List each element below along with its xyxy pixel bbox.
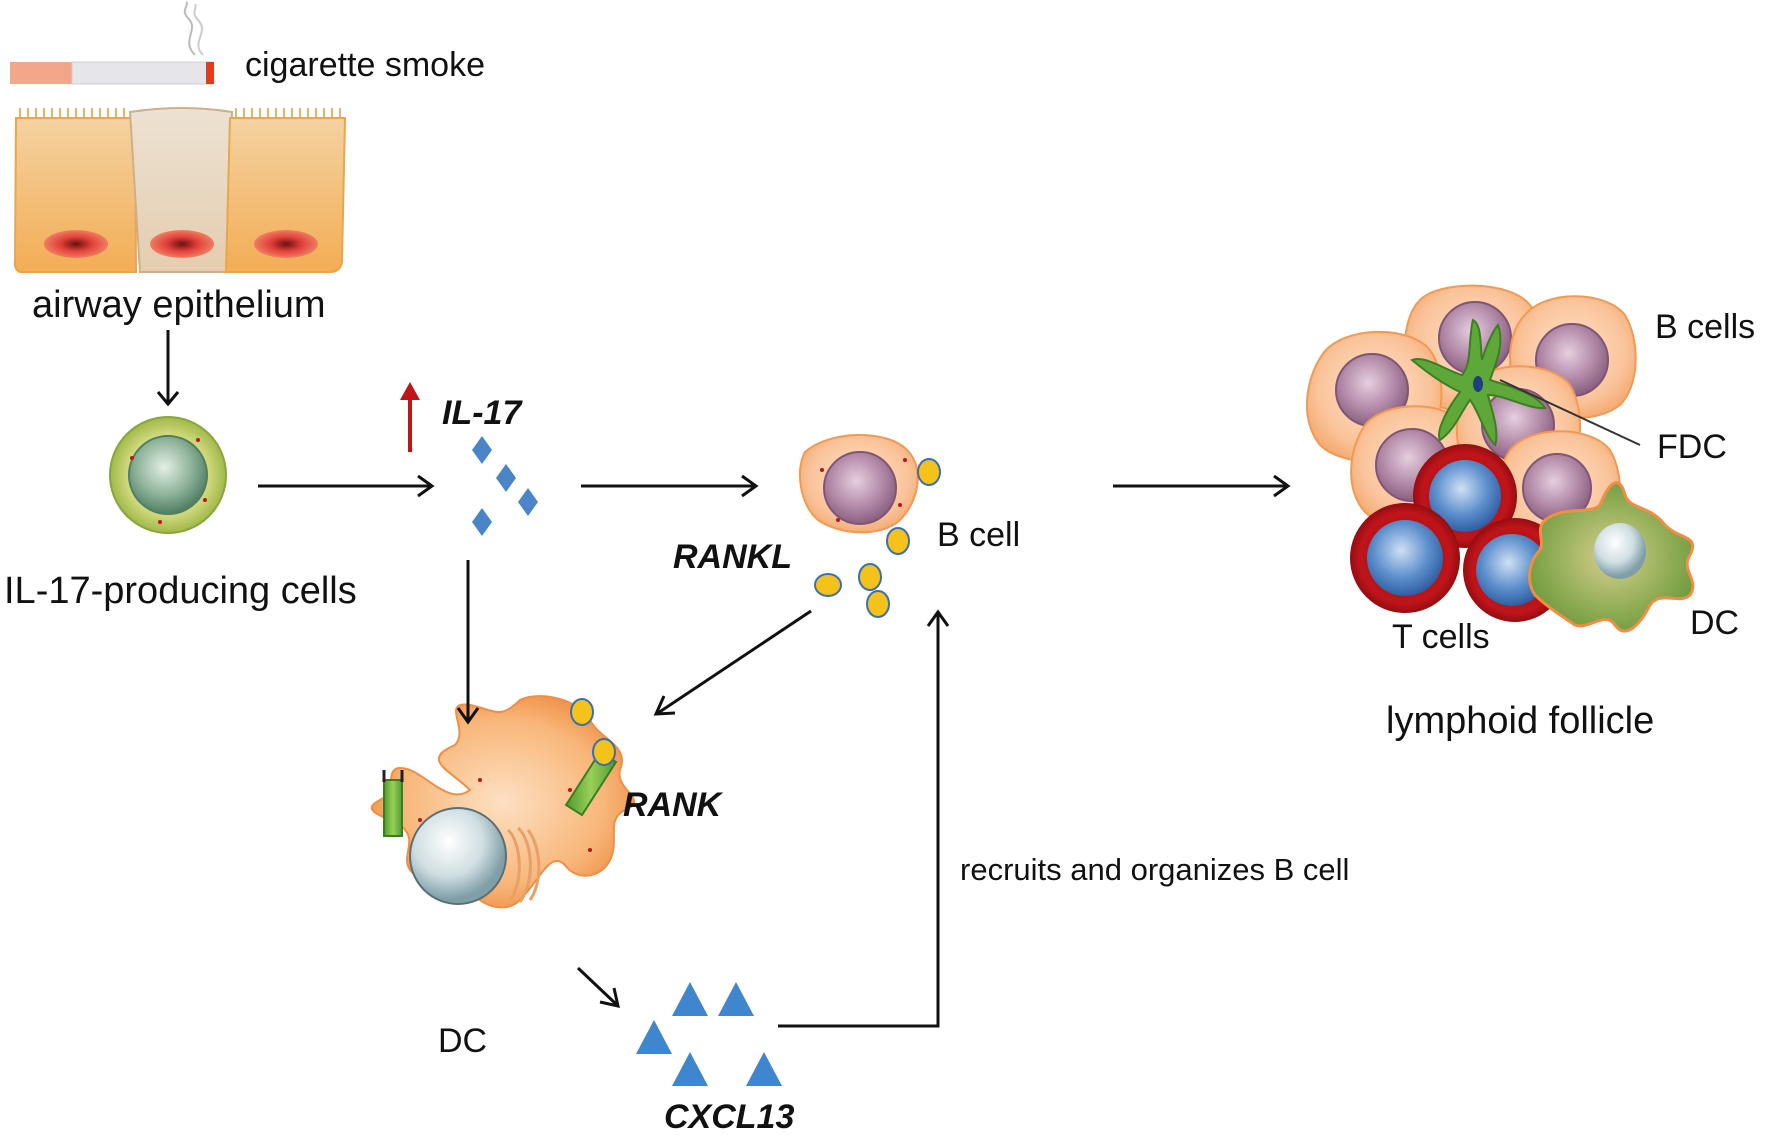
arrow-il17-to-b-cell [581,474,759,498]
arrow-cxcl13-to-b-cell [778,609,950,1028]
il17-producing-cell-illustration [109,416,227,534]
t-cells-label: T cells [1392,618,1490,656]
rankl-molecules [814,458,941,618]
cigarette-icon [10,1,214,85]
arrow-il17-to-dc [456,560,480,725]
recruits-label: recruits and organizes B cell [960,852,1350,887]
up-arrow-icon [400,382,420,452]
fdc-label: FDC [1657,428,1727,466]
airway-epithelium-illustration [13,107,347,273]
b-cell-illustration [798,433,919,534]
cxcl13-molecules [636,982,782,1086]
lymphoid-follicle-illustration [1306,284,1695,633]
il17-producing-cells-label: IL-17-producing cells [4,570,357,612]
fdc-pointer-line [1499,379,1641,446]
arrow-dc-to-cxcl13 [576,966,620,1008]
airway-epithelium-label: airway epithelium [32,284,326,326]
arrow-b-cell-to-follicle [1113,474,1291,498]
rankl-label: RANKL [673,538,792,576]
il17-label: IL-17 [442,394,522,432]
arrow-epithelium-to-il17-cells [156,330,180,407]
follicle-dc-icon [1528,481,1695,633]
dc-label: DC [438,1022,488,1060]
follicle-dc-label: DC [1690,604,1740,642]
b-cells-label: B cells [1655,308,1756,346]
dendritic-cell-illustration [370,695,635,909]
il17-molecules [472,436,538,536]
lymphoid-follicle-label: lymphoid follicle [1386,700,1655,742]
b-cell-label: B cell [937,516,1021,554]
follicle-t-cell [1350,503,1460,613]
flow-arrows [156,330,1291,1028]
arrow-b-cell-to-dc [653,609,812,716]
cxcl13-label: CXCL13 [664,1098,795,1136]
cigarette-smoke-label: cigarette smoke [245,46,485,84]
rank-label: RANK [623,786,722,824]
arrow-il17-cells-to-il17 [258,474,435,498]
fdc-icon [1410,318,1547,447]
rank-receptor-icon [382,698,618,837]
